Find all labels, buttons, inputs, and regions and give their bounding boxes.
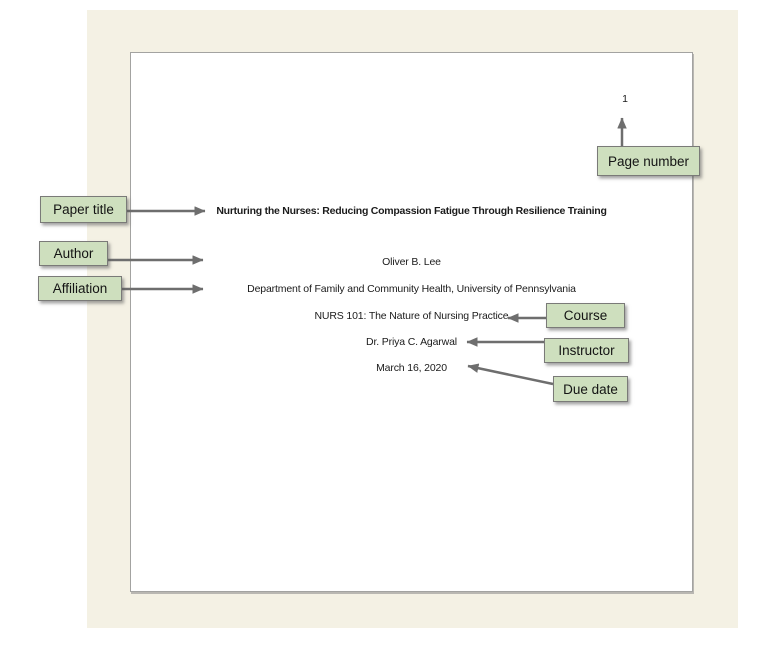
paper-title-callout: Paper title [40,196,127,223]
due-date-text: March 16, 2020 [376,362,447,374]
author-text: Oliver B. Lee [382,256,441,268]
page-number-callout: Page number [597,146,700,176]
instructor-callout: Instructor [544,338,629,363]
course-callout: Course [546,303,625,328]
author-callout: Author [39,241,108,266]
instructor-text: Dr. Priya C. Agarwal [366,336,457,348]
course-text: NURS 101: The Nature of Nursing Practice [314,310,509,322]
due-date-callout: Due date [553,376,628,402]
affiliation-callout: Affiliation [38,276,122,301]
page-number-value: 1 [622,93,628,105]
affiliation-text: Department of Family and Community Healt… [247,283,576,295]
paper-title-text: Nurturing the Nurses: Reducing Compassio… [216,205,607,217]
